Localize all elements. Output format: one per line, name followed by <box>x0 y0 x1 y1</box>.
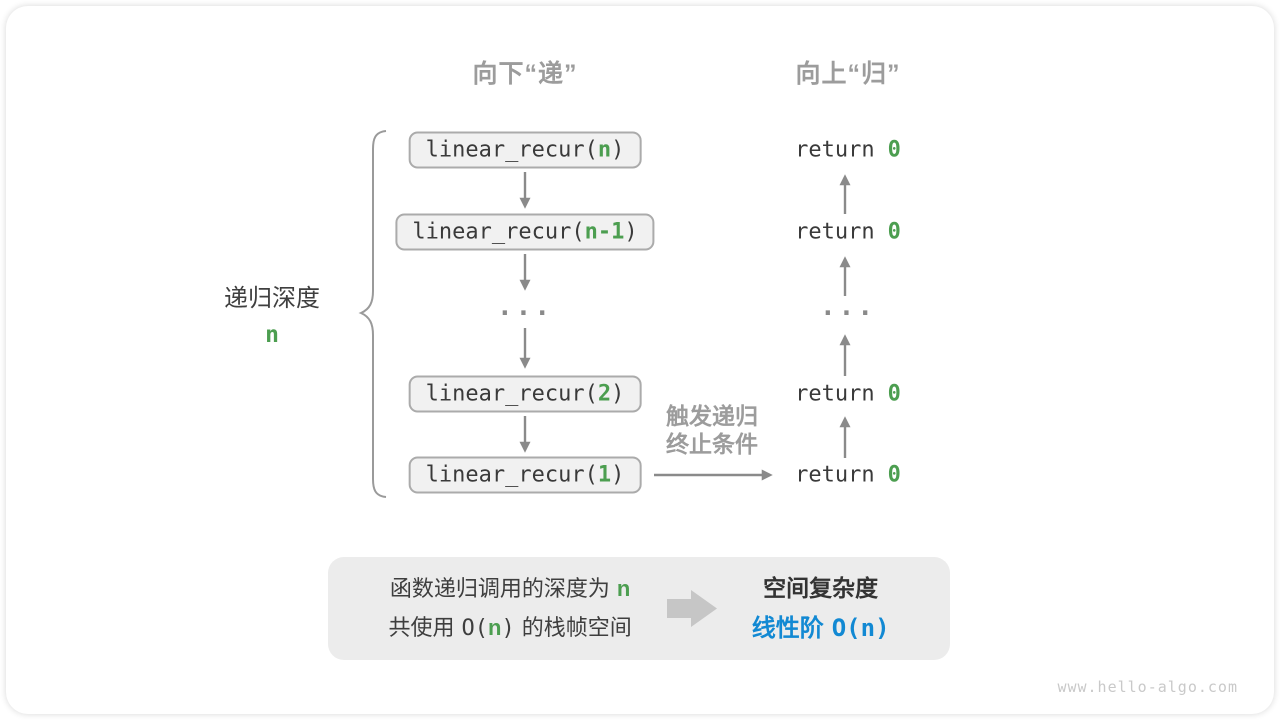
call-1-pre: linear_recur( <box>425 462 598 488</box>
depth-label-block: 递归深度 n <box>224 278 320 348</box>
depth-label: 递归深度 <box>224 285 320 312</box>
call-box-1: linear_recur(1) <box>408 456 642 494</box>
return-row-2: return 0 <box>795 220 901 245</box>
summary-right-text: 空间复杂度 线性阶 O(n) <box>752 568 890 649</box>
call-2-pre: linear_recur( <box>425 381 598 407</box>
base-case-label: 触发递归 终止条件 <box>666 402 758 458</box>
depth-value: n <box>265 322 279 348</box>
return-keyword: return <box>795 219 875 245</box>
call-2-arg: 2 <box>597 381 612 407</box>
return-value: 0 <box>887 462 901 488</box>
call-n1-arg: n-1 <box>584 219 625 245</box>
return-value: 0 <box>887 219 901 245</box>
summary-space-open: O( <box>461 616 489 641</box>
call-n1-pre: linear_recur( <box>412 219 585 245</box>
return-value: 0 <box>887 137 901 163</box>
return-value: 0 <box>887 381 901 407</box>
summary-depth-text: 函数递归调用的深度为 <box>389 576 610 601</box>
summary-space-complexity-title: 空间复杂度 <box>763 575 879 601</box>
summary-linear-order: 线性阶 O(n) <box>752 608 890 649</box>
watermark: www.hello-algo.com <box>1057 678 1238 696</box>
summary-space-post: 的栈帧空间 <box>521 615 632 640</box>
call-box-n: linear_recur(n) <box>408 131 642 169</box>
return-row-3: return 0 <box>795 382 901 407</box>
return-keyword: return <box>795 381 875 407</box>
return-ellipsis: ... <box>820 292 876 322</box>
call-box-n-1: linear_recur(n-1) <box>395 213 655 251</box>
header-return-up: 向上“归” <box>795 60 901 88</box>
call-n-pre: linear_recur( <box>425 137 598 163</box>
call-2-post: ) <box>611 381 625 407</box>
header-recurse-down: 向下“递” <box>472 60 578 88</box>
base-case-line1: 触发递归 <box>666 403 758 429</box>
call-n-post: ) <box>611 137 625 163</box>
summary-linear-label: 线性阶 <box>751 615 824 642</box>
call-1-post: ) <box>611 462 625 488</box>
return-keyword: return <box>795 137 875 163</box>
call-box-2: linear_recur(2) <box>408 375 642 413</box>
call-n-arg: n <box>597 137 612 163</box>
return-row-1: return 0 <box>795 138 901 163</box>
call-stack-ellipsis: ... <box>497 292 553 322</box>
call-1-arg: 1 <box>597 462 612 488</box>
call-n1-post: ) <box>624 219 638 245</box>
base-case-line2: 终止条件 <box>666 431 758 457</box>
return-row-4: return 0 <box>795 463 901 488</box>
summary-space-n: n <box>488 615 502 640</box>
summary-linear-value: O(n) <box>831 614 890 642</box>
block-arrow-right-icon <box>666 589 717 627</box>
summary-space-close: ) <box>501 616 515 641</box>
summary-space-pre: 共使用 <box>388 615 455 640</box>
summary-depth-value: n <box>616 576 631 601</box>
return-keyword: return <box>795 462 875 488</box>
